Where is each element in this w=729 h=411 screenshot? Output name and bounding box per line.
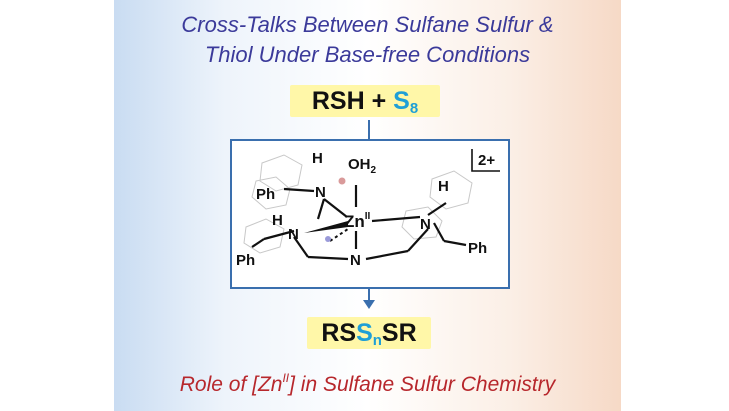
down-arrow-icon [363,300,375,309]
title-line-1: Cross-Talks Between Sulfane Sulfur & [181,12,554,37]
dashed-bond [329,228,349,242]
water-oh: OH [348,156,371,173]
wedge-bond [304,221,348,233]
n-label-3: N [350,252,361,269]
reactant-label: RSH + S8 [290,85,440,117]
footer-post: ] in Sulfane Sulfur Chemistry [289,373,556,396]
n-label-1: N [315,184,326,201]
water-label: OH2 [348,156,377,176]
connector-line-bottom [368,288,370,302]
ph-label-1: Ph [256,186,275,203]
product-suffix: SR [381,319,417,347]
connector-line-top [368,120,370,140]
n-label-4: N [420,216,431,233]
graphical-abstract: Cross-Talks Between Sulfane Sulfur & Thi… [114,0,621,411]
water-subscript: 2 [371,165,377,176]
reactant-sulfur-subscript: 8 [409,100,419,117]
footer-caption: Role of [ZnII] in Sulfane Sulfur Chemist… [114,365,621,398]
product-sulfur: S [356,319,373,347]
reactant-thiol: RSH + [311,87,394,115]
charge-label: 2+ [478,152,495,169]
n-label-2: N [288,226,299,243]
zinc-complex-structure: 2+ OH2 ZnII H H H N N N N Ph Ph Ph [230,139,510,289]
product-label: RSSnSR [307,317,431,349]
reactant-sulfur: S [393,87,410,115]
footer-superscript: II [282,371,290,385]
oxygen-atom-dot [338,177,346,185]
zinc-oxidation-state: II [365,211,371,222]
nitrogen-atom-dot [325,236,331,242]
bond-lines [251,185,467,261]
ring-ghosts [243,154,473,254]
ph-label-3: Ph [468,240,487,257]
h-label-3: H [438,178,449,195]
zinc-symbol: Zn [344,212,365,231]
zinc-label: ZnII [344,211,371,231]
footer-pre: Role of [Zn [179,373,283,396]
charge-bracket [471,149,500,172]
title-line-2: Thiol Under Base-free Conditions [204,42,531,67]
h-label-2: H [272,212,283,229]
h-label-1: H [312,150,323,167]
molecular-structure-drawing: 2+ OH2 ZnII H H H N N N N Ph Ph Ph [236,149,500,269]
product-prefix: RS [321,319,357,347]
ph-label-2: Ph [236,252,255,269]
product-sulfur-subscript: n [372,332,382,349]
